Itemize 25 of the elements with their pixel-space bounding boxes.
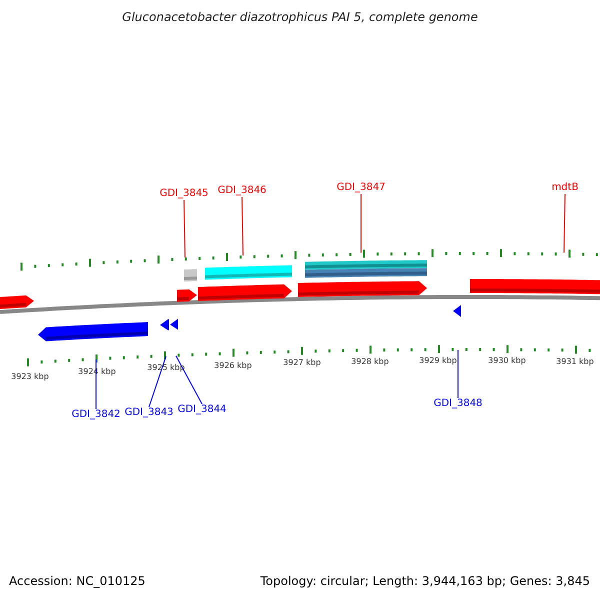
gene-label: mdtB xyxy=(552,182,578,194)
scale-label: 3927 kbp xyxy=(283,358,321,367)
scale-label: 3930 kbp xyxy=(488,356,526,365)
leader-line xyxy=(360,194,362,254)
leader-line xyxy=(176,355,202,404)
leader-line xyxy=(242,196,244,256)
scale-label: 3923 kbp xyxy=(11,372,49,381)
gene-label: GDI_3844 xyxy=(178,404,226,416)
gene-label: GDI_3843 xyxy=(124,407,174,419)
scale-label: 3929 kbp xyxy=(419,356,457,365)
gene-label: GDI_3846 xyxy=(218,185,266,197)
gene-label: GDI_3842 xyxy=(72,409,120,421)
leader-line xyxy=(148,356,166,408)
tick-marks xyxy=(20,249,598,271)
leader-line xyxy=(184,200,186,258)
scale-label: 3928 kbp xyxy=(351,357,389,366)
scale-label: 3926 kbp xyxy=(214,361,252,370)
leader-line xyxy=(564,194,566,254)
footer-text: Accession: NC_010125 xyxy=(9,574,146,588)
title: Gluconacetobacter diazotrophicus PAI 5, complete genome xyxy=(122,10,478,24)
gene-label: GDI_3848 xyxy=(434,398,482,410)
gene-label: GDI_3847 xyxy=(336,182,386,194)
gene-label: GDI_3845 xyxy=(160,188,208,200)
footer-text: Topology: circular; Length: 3,944,163 bp; Genes: 3,845 xyxy=(260,574,590,588)
scale-label: 3931 kbp xyxy=(556,357,594,366)
